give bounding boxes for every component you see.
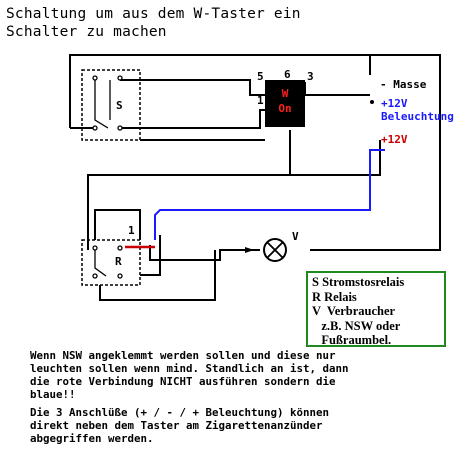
beleuchtung-label: Beleuchtung bbox=[381, 110, 454, 123]
pin-4: 4 bbox=[287, 114, 294, 127]
plus12v-label-1: +12V bbox=[381, 97, 408, 110]
pin-1: 1 bbox=[257, 94, 264, 107]
legend-line-3: V Verbraucher bbox=[312, 304, 396, 318]
relay-box bbox=[81, 239, 141, 286]
note-paragraph-1: Wenn NSW angeklemmt werden sollen und di… bbox=[30, 349, 349, 401]
relay-s-label: S bbox=[116, 99, 123, 112]
relay-pin-1: 1 bbox=[128, 224, 135, 237]
pin-5: 5 bbox=[257, 70, 264, 83]
switch-sublabel: On bbox=[278, 102, 291, 115]
switch-label: W bbox=[282, 87, 289, 100]
relay-r-label: R bbox=[115, 255, 122, 268]
masse-wire bbox=[310, 54, 441, 251]
legend-line-5: Fußraumbel. bbox=[312, 333, 392, 347]
pin-6: 6 bbox=[284, 68, 291, 81]
legend-box: S Stromstosrelais R Relais V Verbraucher… bbox=[306, 271, 446, 347]
lamp-icon bbox=[263, 238, 287, 262]
blue-wire bbox=[154, 149, 385, 240]
pin-3: 3 bbox=[307, 70, 314, 83]
plus12v-label-2: +12V bbox=[381, 133, 408, 146]
stromstos-relay-box bbox=[81, 69, 141, 141]
lamp-v-label: V bbox=[292, 230, 299, 243]
switch-box bbox=[265, 80, 305, 127]
title-line-1: Schaltung um aus dem W-Taster ein bbox=[6, 6, 301, 22]
legend-line-2: R Relais bbox=[312, 289, 357, 304]
legend-line-1: S Stromstosrelais bbox=[312, 275, 405, 289]
note-paragraph-2: Die 3 Anschlüße (+ / - / + Beleuchtung) … bbox=[30, 406, 330, 445]
masse-label: - Masse bbox=[380, 78, 427, 91]
legend-line-4: z.B. NSW oder bbox=[312, 318, 401, 333]
title-line-2: Schalter zu machen bbox=[6, 24, 167, 40]
